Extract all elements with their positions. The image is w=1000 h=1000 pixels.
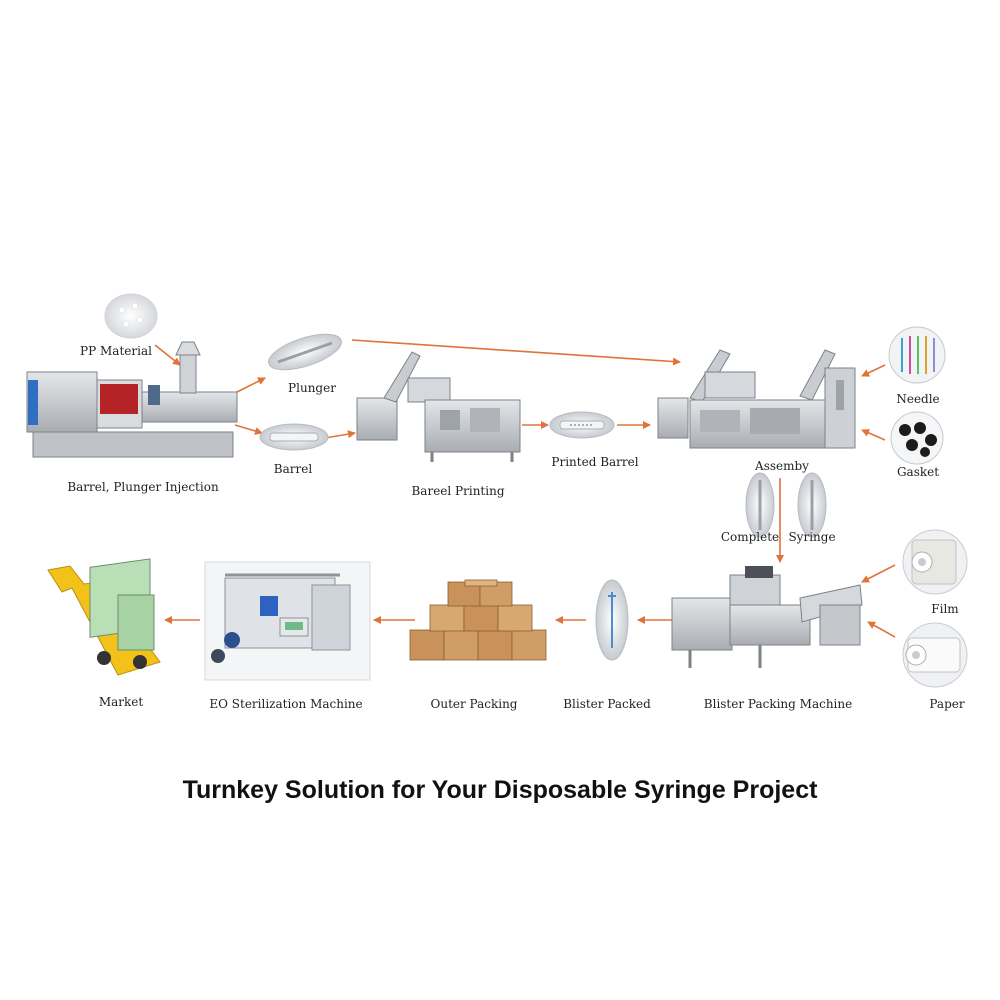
paper-roll-image <box>902 622 968 688</box>
flow-arrows <box>154 339 896 638</box>
arrow-needle-to-assembly <box>861 364 886 377</box>
blister-packed-image <box>595 579 629 661</box>
arrow-pp-to-injection <box>154 344 181 366</box>
eo-sterilization-image <box>204 561 371 681</box>
label-injection: Barrel, Plunger Injection <box>67 480 219 494</box>
gasket-image <box>890 411 944 465</box>
arrow-gasket-to-assembly <box>861 429 886 441</box>
outer-packing-image <box>409 579 547 661</box>
arrow-paper-to-blister <box>867 621 896 638</box>
arrow-plunger-to-assembly <box>351 339 681 366</box>
label-syringe: Syringe <box>788 530 836 544</box>
needle-image <box>888 326 946 384</box>
arrow-injection-to-barrel <box>234 424 263 435</box>
label-printed-barrel: Printed Barrel <box>551 455 639 469</box>
pp-material-image <box>104 293 158 339</box>
label-gasket: Gasket <box>896 465 940 479</box>
assembly-machine-image <box>657 349 856 449</box>
label-blister-packed: Blister Packed <box>563 697 651 711</box>
injection-machine-image <box>26 341 238 458</box>
label-market: Market <box>98 695 144 709</box>
label-blister-machine: Blister Packing Machine <box>703 697 853 711</box>
label-paper: Paper <box>929 697 965 711</box>
complete-syringe-image-2 <box>797 472 827 538</box>
barrel-image <box>259 423 329 451</box>
film-roll-image <box>902 529 968 595</box>
arrow-injection-to-plunger <box>234 377 266 394</box>
label-pp-material: PP Material <box>80 344 152 358</box>
printing-machine-image <box>356 351 521 462</box>
diagram-title: Turnkey Solution for Your Disposable Syr… <box>182 776 818 804</box>
label-needle: Needle <box>896 392 940 406</box>
label-outer-packing: Outer Packing <box>430 697 518 711</box>
label-complete: Complete <box>720 530 780 544</box>
label-printing: Bareel Printing <box>411 484 505 498</box>
plunger-image <box>268 333 342 371</box>
complete-syringe-image-1 <box>745 472 775 538</box>
printed-barrel-image <box>549 411 615 439</box>
blister-machine-image <box>671 566 863 668</box>
label-plunger: Plunger <box>288 381 336 395</box>
label-assembly: Assemby <box>755 459 809 473</box>
arrow-film-to-blister <box>861 564 896 583</box>
label-barrel: Barrel <box>273 462 313 476</box>
label-eo-sterilization: EO Sterilization Machine <box>209 697 363 711</box>
market-truck-image <box>47 558 161 676</box>
label-film: Film <box>931 602 959 616</box>
arrow-barrel-to-printing <box>324 430 356 439</box>
